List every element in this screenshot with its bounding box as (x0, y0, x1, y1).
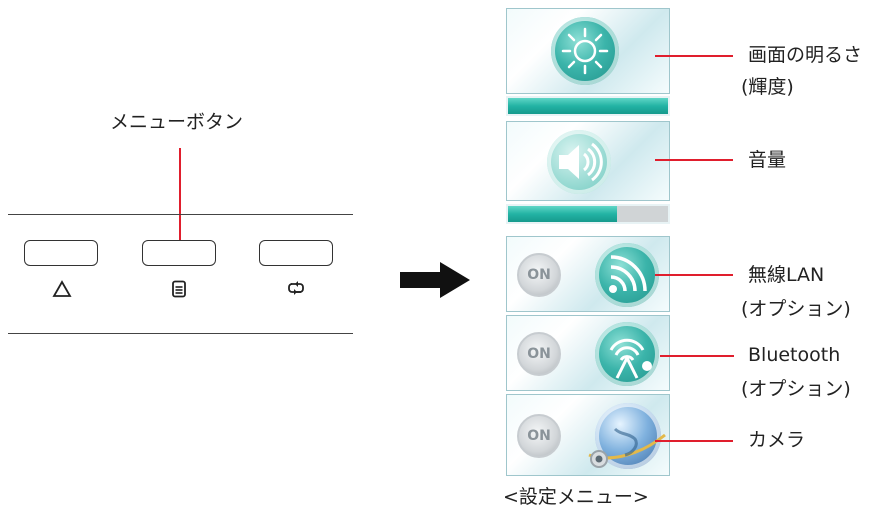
triangle-icon (52, 280, 72, 297)
volume-label: 音量 (748, 149, 787, 171)
camera-label: カメラ (748, 429, 806, 451)
panel-bottom-edge (8, 333, 353, 334)
callout-volume (655, 159, 733, 161)
brightness-sublabel: (輝度) (741, 76, 794, 98)
bluetooth-icon (609, 338, 652, 379)
bluetooth-circle (595, 322, 659, 386)
menu-button-caption: メニューボタン (110, 111, 244, 133)
sun-icon (561, 27, 609, 75)
bluetooth-toggle[interactable]: ON (517, 332, 561, 376)
wireless-lan-label: 無線LAN (748, 264, 825, 286)
speaker-icon (559, 142, 603, 182)
callout-wireless-lan (655, 274, 733, 276)
volume-panel[interactable] (506, 121, 670, 201)
callout-camera (655, 440, 733, 442)
volume-level-bar[interactable] (506, 204, 670, 224)
camera-icon (588, 427, 666, 468)
wireless-lan-toggle-label: ON (527, 267, 551, 283)
brightness-label: 画面の明るさ (748, 44, 863, 66)
brightness-down-button[interactable] (24, 240, 98, 266)
panel-top-edge (8, 214, 353, 215)
wireless-lan-toggle[interactable]: ON (517, 253, 561, 297)
brightness-level-bar[interactable] (506, 96, 670, 116)
volume-level-fill (508, 206, 617, 222)
rotate-button[interactable] (259, 240, 333, 266)
wireless-lan-panel[interactable]: ON (506, 236, 670, 312)
menu-icon (172, 280, 186, 298)
bluetooth-sublabel: (オプション) (741, 378, 851, 400)
right-arrow-icon (400, 262, 470, 298)
brightness-panel[interactable] (506, 8, 670, 94)
camera-toggle[interactable]: ON (517, 414, 561, 458)
wireless-lan-sublabel: (オプション) (741, 298, 851, 320)
bluetooth-toggle-label: ON (527, 346, 551, 362)
callout-brightness (655, 55, 733, 57)
wifi-icon (609, 255, 647, 293)
settings-menu-caption: <設定メニュー> (503, 486, 649, 508)
bluetooth-label: Bluetooth (748, 344, 841, 366)
camera-toggle-label: ON (527, 428, 551, 444)
brightness-level-fill (508, 98, 668, 114)
menu-button[interactable] (142, 240, 216, 266)
callout-bluetooth (660, 355, 734, 357)
loop-arrow-icon (288, 281, 304, 295)
menu-button-callout-line (179, 148, 181, 248)
camera-panel[interactable]: ON (506, 394, 670, 476)
bluetooth-panel[interactable]: ON (506, 315, 670, 391)
